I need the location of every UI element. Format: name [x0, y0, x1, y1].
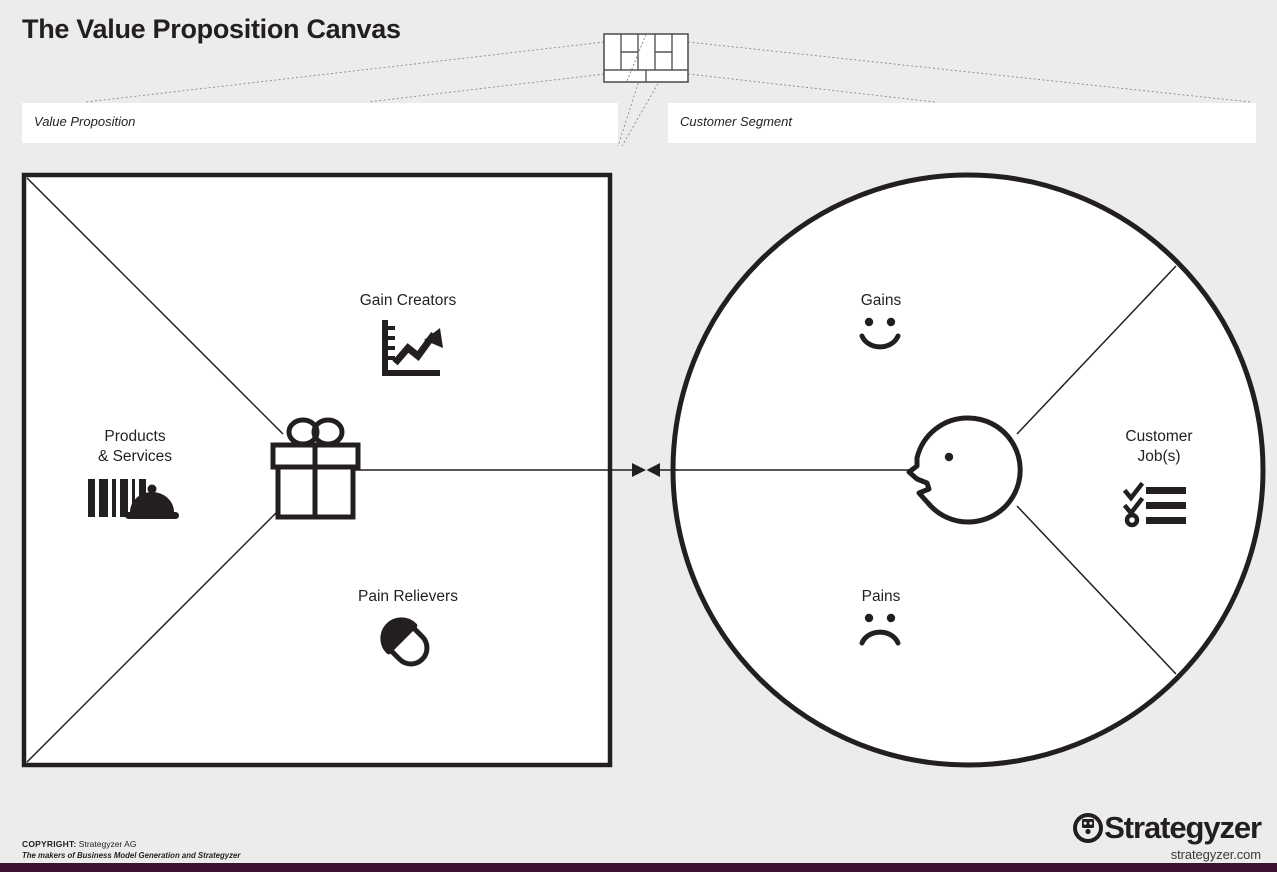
bottom-accent-bar	[0, 863, 1277, 872]
value-proposition-field[interactable]: Value Proposition	[22, 103, 618, 143]
brand-wordmark: Strategyzer	[1104, 810, 1262, 845]
brand-url[interactable]: strategyzer.com	[1170, 847, 1261, 862]
barcode-cloche-icon	[88, 479, 179, 519]
pill-capsule-icon	[380, 617, 430, 667]
customer-head-icon	[906, 415, 1023, 525]
value-proposition-square[interactable]	[21, 172, 613, 768]
label-customer-jobs: Customer Job(s)	[1125, 428, 1193, 465]
customer-segment-circle[interactable]	[670, 172, 1266, 768]
copyright-owner: Strategyzer AG	[78, 839, 137, 849]
strategyzer-logo-icon	[1073, 812, 1104, 843]
copyright-block: COPYRIGHT: Strategyzer AG The makers of …	[22, 838, 240, 861]
copyright-tagline: The makers of Business Model Generation …	[22, 851, 241, 861]
label-pains: Pains	[861, 588, 901, 605]
gift-box-icon	[270, 417, 361, 520]
fit-arrows	[610, 463, 678, 477]
smiley-face-icon	[859, 317, 901, 350]
label-products-and-services: Products & Services	[97, 428, 173, 465]
label-gains: Gains	[860, 292, 902, 309]
value-proposition-field-label: Value Proposition	[34, 114, 136, 129]
copyright-word: COPYRIGHT:	[22, 839, 77, 849]
customer-segment-field-label: Customer Segment	[680, 114, 792, 129]
page-title: The Value Proposition Canvas	[22, 14, 401, 44]
customer-segment-field[interactable]: Customer Segment	[668, 103, 1256, 143]
brand-block[interactable]: Strategyzer strategyzer.com	[1073, 810, 1262, 862]
label-pain-relievers: Pain Relievers	[358, 588, 458, 605]
frowny-face-icon	[859, 613, 901, 646]
growth-chart-icon	[382, 320, 443, 376]
checklist-icon	[1122, 481, 1186, 528]
business-model-canvas-thumbnail	[603, 33, 689, 83]
label-gain-creators: Gain Creators	[359, 292, 457, 309]
